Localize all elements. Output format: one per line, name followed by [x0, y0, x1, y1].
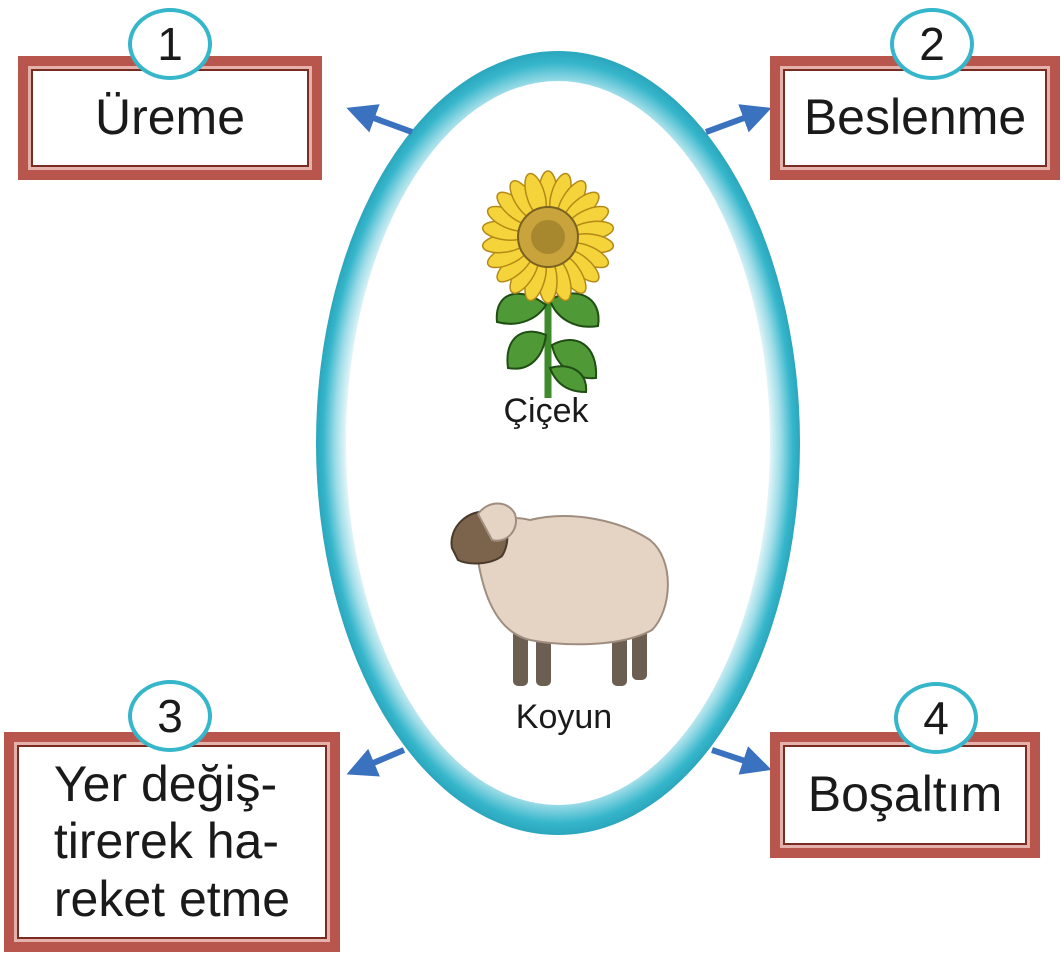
sheep-icon [450, 502, 669, 686]
box-label-beslenme: Beslenme [803, 89, 1027, 146]
arrow-to-bosaltim [711, 746, 772, 775]
organism-label-flower: Çiçek [503, 392, 589, 430]
sunflower-icon [481, 170, 615, 398]
box-label-bosaltim: Boşaltım [807, 766, 1003, 823]
number-badge-2: 2 [890, 8, 974, 80]
box-bosaltim: Boşaltım [770, 732, 1040, 858]
arrow-to-beslenme [704, 104, 772, 135]
arrow-to-hareket [346, 747, 406, 777]
number-badge-1: 1 [128, 8, 212, 80]
number-badge-4: 4 [894, 682, 978, 754]
arrow-to-ureme [346, 104, 414, 135]
organism-label-sheep: Koyun [515, 698, 613, 736]
box-label-ureme: Üreme [94, 89, 246, 146]
box-hareket: Yer değiş- tirerek ha- reket etme [4, 732, 340, 952]
number-badge-3: 3 [128, 680, 212, 752]
box-ureme: Üreme [18, 56, 322, 180]
box-label-hareket: Yer değiş- tirerek ha- reket etme [53, 755, 291, 927]
